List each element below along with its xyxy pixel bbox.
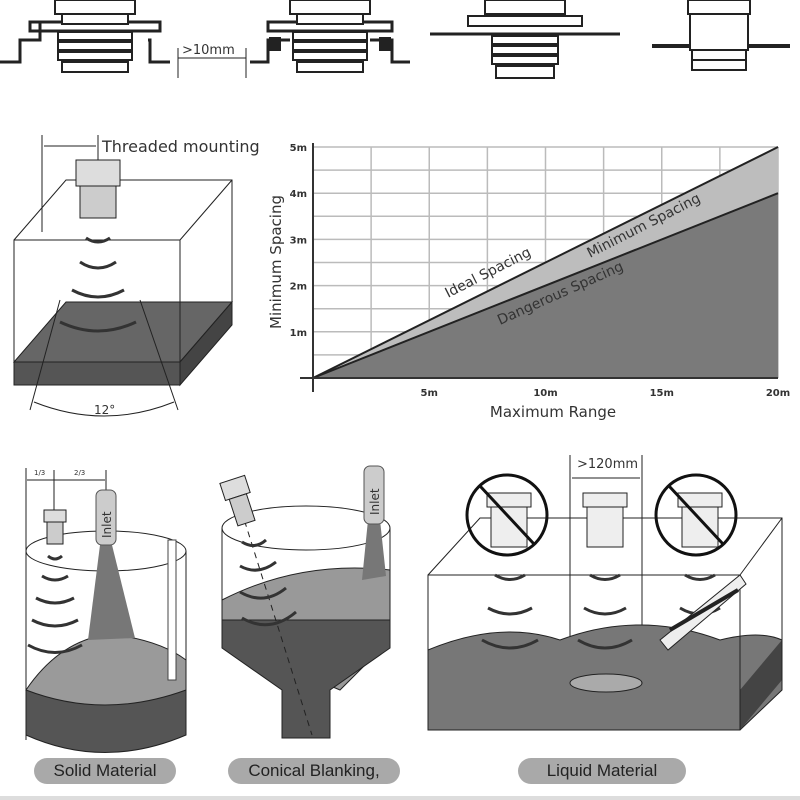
x-tick-label: 20m [766,388,790,399]
solid-inlet-label: Inlet [100,511,114,538]
solid-material-diagram: 1/3 2/3 Inlet [25,468,187,753]
spacing-chart: 5m 10m 15m 20m 1m 2m 3m 4m 5m Maximum Range Mini… [267,143,790,421]
mounting-detail-1 [0,0,170,73]
y-tick-label: 2m [290,282,307,293]
conical-blanking-caption: Conical Blanking, [228,758,400,784]
fraction-two-thirds: 2/3 [74,469,85,477]
y-axis-label: Minimum Spacing [267,195,285,329]
x-tick-label: 10m [533,388,557,399]
gap-label: >10mm [182,43,235,58]
bottom-divider [0,796,800,800]
caption-text: Solid Material [53,761,157,780]
y-tick-label: 1m [290,328,307,339]
y-tick-label: 5m [290,143,307,154]
prohibited-icon [465,473,738,557]
series-line [312,192,779,379]
x-tick-label: 15m [650,388,674,399]
beam-angle-label: 12° [94,403,115,417]
liquid-material-diagram: >120mm [427,455,783,731]
liquid-material-caption: Liquid Material [518,758,686,784]
caption-text: Liquid Material [546,761,658,780]
min-gap-label: >120mm [577,457,638,472]
solid-material-caption: Solid Material [34,758,176,784]
caption-text: Conical Blanking, [248,761,380,780]
conical-blanking-diagram: Inlet [219,465,391,739]
mounting-detail-3 [430,0,620,79]
x-axis-label: Maximum Range [490,403,616,421]
threaded-mounting-label: Threaded mounting [101,137,260,156]
conical-inlet-label: Inlet [368,488,382,515]
gap-dimension: >10mm [177,43,247,78]
series-line [312,146,779,379]
mounting-detail-2 [250,0,410,73]
y-tick-label: 3m [290,235,307,246]
x-tick-label: 5m [421,388,438,399]
threaded-mounting-diagram: Threaded mounting 12° [12,135,260,417]
fraction-one-third: 1/3 [34,469,45,477]
mounting-detail-4 [652,0,790,71]
y-tick-label: 4m [290,189,307,200]
